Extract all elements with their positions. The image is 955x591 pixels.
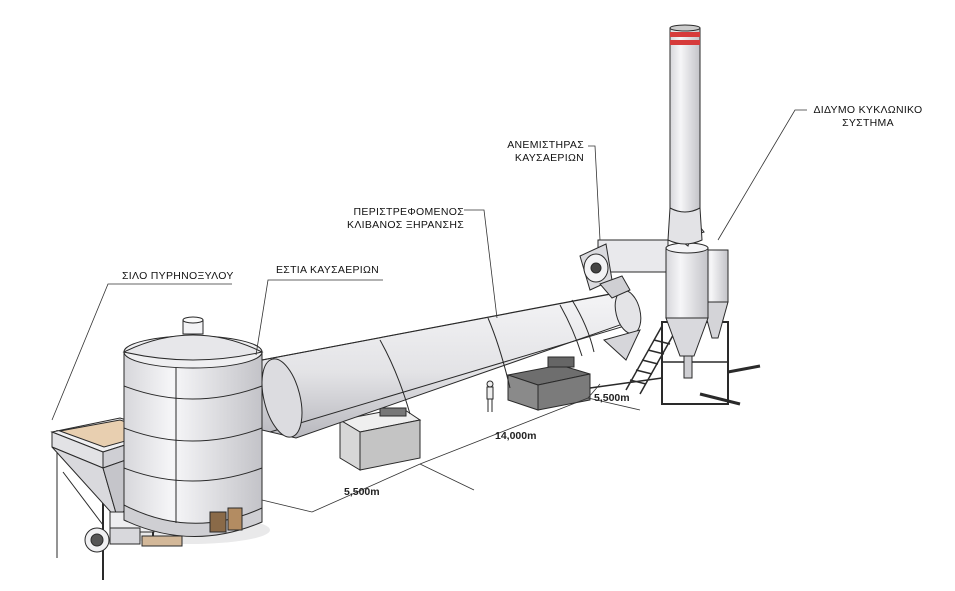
exhaust-stack <box>667 24 703 245</box>
callout-leader-lines <box>51 109 807 421</box>
dimension-kiln-length: 14,000m <box>495 430 537 442</box>
dimension-left-spacing: 5,500m <box>344 486 380 498</box>
stack-band-top <box>670 32 700 37</box>
silo-label: ΣΙΛΟ ΠΥΡΗΝΟΞΥΛΟΥ <box>122 270 234 282</box>
combustion-furnace <box>122 316 264 537</box>
kiln-supports <box>338 356 591 471</box>
stack-band-bottom <box>670 40 700 45</box>
twin-cyclone-system <box>665 221 729 379</box>
dimension-lines <box>261 383 641 513</box>
person-scale-figure <box>486 380 494 412</box>
rotary-drying-kiln <box>261 289 642 439</box>
dimension-right-spacing: 5,500m <box>594 392 630 404</box>
exhaust-fan-and-duct <box>579 239 669 361</box>
fan-label: ΑΝΕΜΙΣΤΗΡΑΣ ΚΑΥΣΑΕΡΙΩΝ <box>507 139 584 164</box>
steel-frame-platform <box>589 321 761 406</box>
furnace-label: ΕΣΤΙΑ ΚΑΥΣΑΕΡΙΩΝ <box>276 264 380 276</box>
kiln-label: ΠΕΡΙΣΤΡΕΦΟΜΕΝΟΣ ΚΛΙΒΑΝΟΣ ΞΗΡΑΝΣΗΣ <box>347 206 464 231</box>
cyclone-label: ΔΙΔΥΜΟ ΚΥΚΛΩΝΙΚΟ ΣΥΣΤΗΜΑ <box>813 104 923 129</box>
